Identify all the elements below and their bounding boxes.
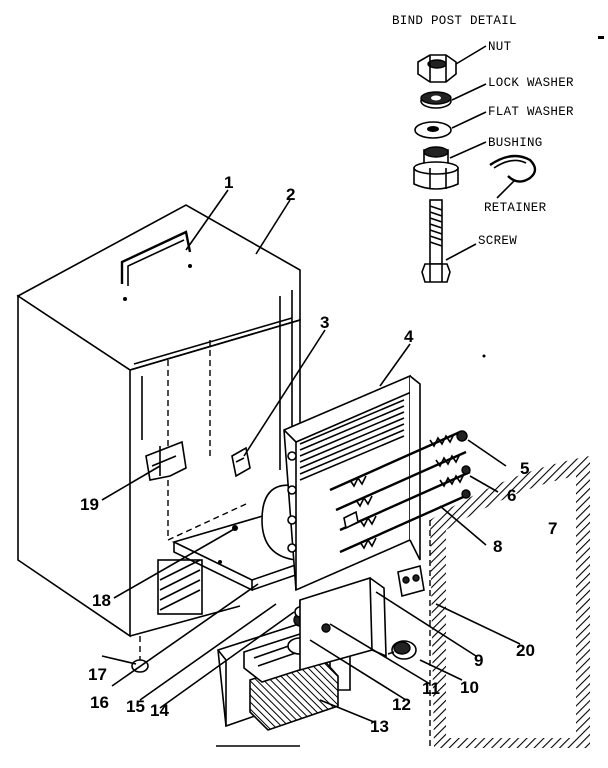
retainer-part (489, 154, 537, 183)
nut-label: NUT (488, 40, 512, 54)
callout-6: 6 (507, 486, 516, 505)
screw-label: SCREW (478, 234, 517, 248)
callout-18: 18 (92, 591, 111, 610)
lock-washer-part (420, 91, 452, 109)
callout-16: 16 (90, 693, 109, 712)
callout-3: 3 (320, 313, 329, 332)
control-knob (387, 640, 417, 660)
bushing-part (413, 146, 459, 190)
callout-19: 19 (80, 495, 99, 514)
cabinet (16, 204, 301, 638)
callout-2: 2 (286, 185, 295, 204)
side-cover (429, 456, 590, 748)
callout-17: 17 (88, 665, 107, 684)
heating-element-assembly (283, 374, 471, 592)
callout-4: 4 (404, 327, 414, 346)
callout-9: 9 (474, 651, 483, 670)
element-slots (299, 399, 405, 481)
callout-14: 14 (150, 701, 169, 720)
callout-5: 5 (520, 459, 529, 478)
callout-11: 11 (422, 679, 440, 698)
bind-post-detail: BIND POST DETAIL NUT LOCK WASHER FLAT WA… (392, 14, 574, 283)
bind-post-detail-title: BIND POST DETAIL (392, 14, 517, 28)
retainer-label: RETAINER (484, 201, 547, 215)
leader-lines (101, 189, 521, 723)
callout-20: 20 (516, 641, 535, 660)
callout-15: 15 (126, 697, 145, 716)
callout-12: 12 (392, 695, 411, 714)
callout-10: 10 (460, 678, 479, 697)
handle (120, 230, 192, 286)
lock-washer-label: LOCK WASHER (488, 76, 574, 90)
callout-1: 1 (224, 173, 233, 192)
nut-part (417, 54, 457, 83)
bushing-label: BUSHING (488, 136, 543, 150)
flat-washer-part (414, 121, 452, 139)
bracket-left (145, 440, 187, 481)
callout-numbers: 1 2 3 4 5 6 7 8 9 10 11 12 13 14 15 16 1… (80, 173, 557, 736)
flat-washer-label: FLAT WASHER (488, 105, 574, 119)
screw-part (421, 199, 451, 283)
heating-coils (329, 430, 471, 554)
callout-7: 7 (548, 519, 557, 538)
terminal-block (397, 564, 425, 598)
callout-13: 13 (370, 717, 389, 736)
callout-8: 8 (493, 537, 502, 556)
